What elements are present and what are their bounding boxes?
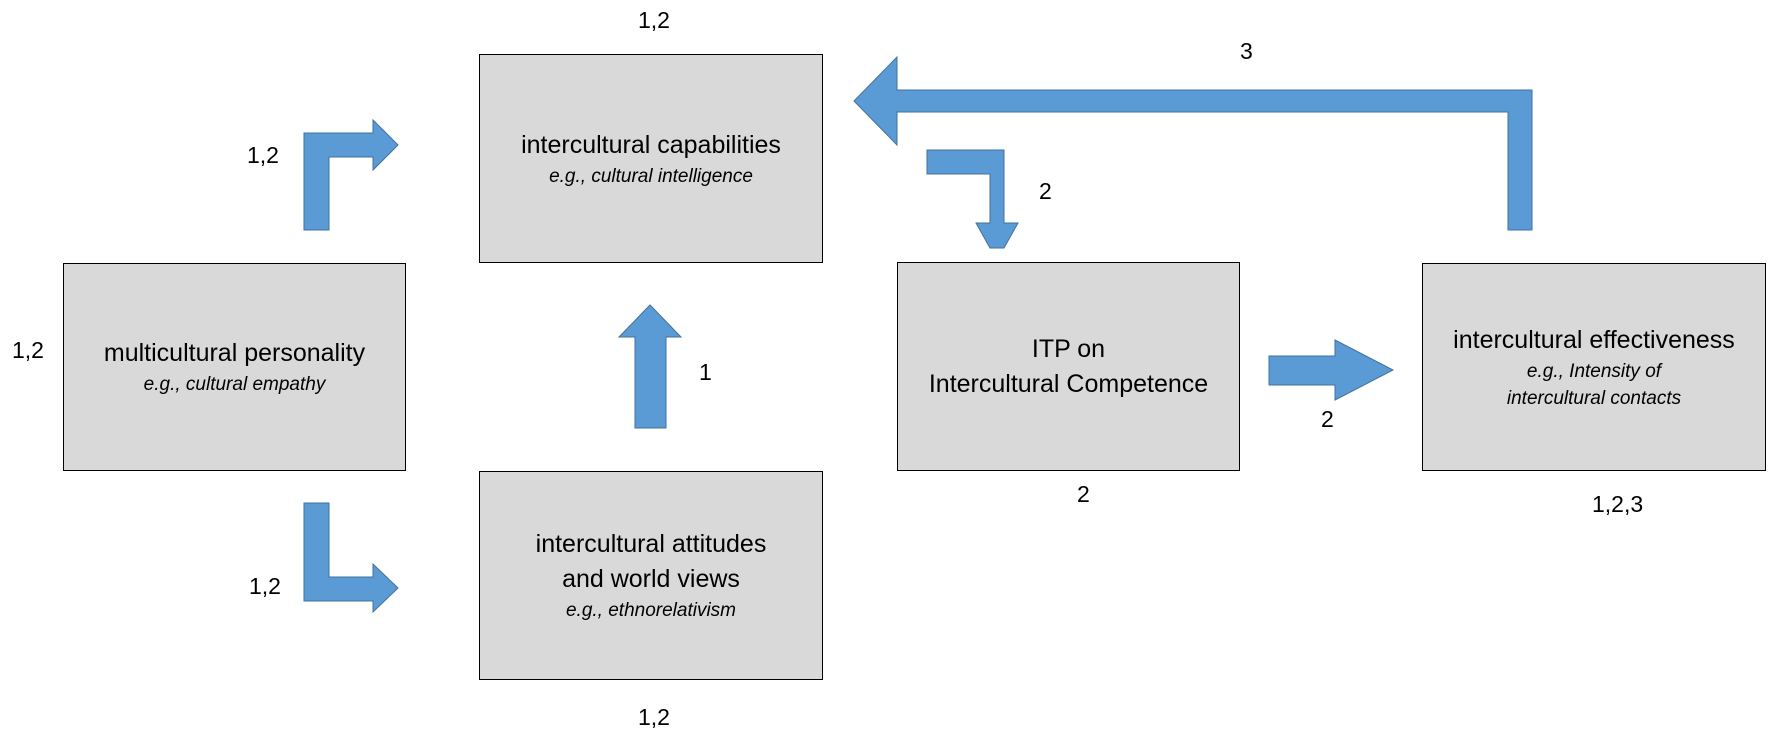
effectiveness-box: intercultural effectiveness e.g., Intens… <box>1422 263 1766 471</box>
arrow-attitudes-to-capabilities-label: 1 <box>699 359 712 385</box>
itp-box: ITP on Intercultural Competence <box>897 262 1240 471</box>
effectiveness-example-line2: intercultural contacts <box>1506 387 1682 409</box>
arrow-itp-to-effectiveness-label: 2 <box>1321 406 1334 432</box>
personality-box: multicultural personality e.g., cultural… <box>63 263 406 471</box>
arrow-personality-to-capabilities-label: 1,2 <box>247 142 279 168</box>
arrow-capabilities-to-itp-label: 2 <box>1039 178 1052 204</box>
arrow-attitudes-to-capabilities <box>617 304 683 429</box>
attitudes-title-line2: and world views <box>562 565 740 593</box>
itp-title-line2: Intercultural Competence <box>928 369 1209 398</box>
effectiveness-title: intercultural effectiveness <box>1453 325 1735 354</box>
effectiveness-example-line1: e.g., Intensity of <box>1526 360 1662 382</box>
attitudes-bottom-label: 1,2 <box>638 704 670 730</box>
arrow-personality-to-attitudes-label: 1,2 <box>249 573 281 599</box>
attitudes-box: intercultural attitudes and world views … <box>479 471 823 680</box>
capabilities-title: intercultural capabilities <box>521 130 781 159</box>
arrow-itp-to-effectiveness <box>1268 339 1395 401</box>
capabilities-example: e.g., cultural intelligence <box>549 165 753 187</box>
arrow-personality-to-attitudes <box>303 502 399 614</box>
attitudes-example: e.g., ethnorelativism <box>565 600 737 621</box>
arrow-effectiveness-to-capabilities-label: 3 <box>1240 38 1253 64</box>
personality-example: e.g., cultural empathy <box>143 374 326 395</box>
capabilities-top-label: 1,2 <box>638 7 670 33</box>
itp-bottom-label: 2 <box>1077 481 1090 507</box>
attitudes-title-line1: intercultural attitudes <box>535 530 767 558</box>
personality-title: multicultural personality <box>103 339 366 367</box>
effectiveness-bottom-label: 1,2,3 <box>1592 491 1644 517</box>
itp-title-line1: ITP on <box>1031 334 1106 363</box>
arrow-effectiveness-to-capabilities <box>853 55 1533 231</box>
arrow-personality-to-capabilities <box>303 118 399 231</box>
capabilities-box: intercultural capabilities e.g., cultura… <box>479 54 823 263</box>
personality-left-label: 1,2 <box>12 337 44 363</box>
arrow-capabilities-to-itp <box>926 149 1019 249</box>
